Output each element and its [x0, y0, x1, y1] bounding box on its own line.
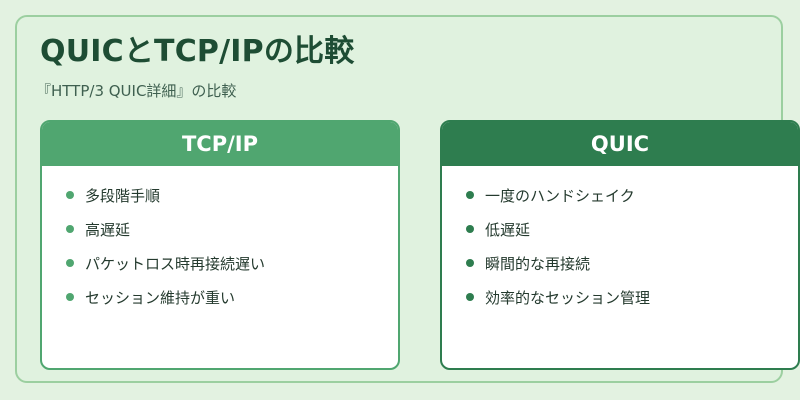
- tcp-ip-card-header: TCP/IP: [42, 122, 398, 166]
- quic-card: QUIC 一度のハンドシェイク 低遅延 瞬間的な再接続 効率的なセッション管理: [440, 120, 800, 370]
- list-item: セッション維持が重い: [42, 287, 398, 321]
- list-item-label: 低遅延: [485, 221, 531, 239]
- bullet-dot-icon: [66, 293, 74, 301]
- list-item: 高遅延: [42, 219, 398, 253]
- list-item-label: パケットロス時再接続遅い: [85, 255, 266, 273]
- list-item-label: 多段階手順: [85, 187, 161, 205]
- bullet-dot-icon: [466, 259, 474, 267]
- list-item: 一度のハンドシェイク: [442, 185, 798, 219]
- bullet-dot-icon: [466, 191, 474, 199]
- list-item-label: 瞬間的な再接続: [485, 255, 591, 273]
- bullet-dot-icon: [66, 191, 74, 199]
- list-item: パケットロス時再接続遅い: [42, 253, 398, 287]
- bullet-dot-icon: [466, 293, 474, 301]
- page-subtitle: 『HTTP/3 QUIC詳細』の比較: [36, 82, 237, 100]
- bullet-dot-icon: [66, 259, 74, 267]
- list-item: 効率的なセッション管理: [442, 287, 798, 321]
- list-item-label: セッション維持が重い: [85, 289, 236, 307]
- list-item: 瞬間的な再接続: [442, 253, 798, 287]
- list-item: 多段階手順: [42, 185, 398, 219]
- list-item-label: 効率的なセッション管理: [485, 289, 651, 307]
- list-item: 低遅延: [442, 219, 798, 253]
- bullet-dot-icon: [466, 225, 474, 233]
- bullet-dot-icon: [66, 225, 74, 233]
- list-item-label: 高遅延: [85, 221, 131, 239]
- quic-feature-list: 一度のハンドシェイク 低遅延 瞬間的な再接続 効率的なセッション管理: [442, 166, 798, 321]
- page-title: QUICとTCP/IPの比較: [40, 34, 355, 69]
- quic-card-header: QUIC: [442, 122, 798, 166]
- tcp-ip-feature-list: 多段階手順 高遅延 パケットロス時再接続遅い セッション維持が重い: [42, 166, 398, 321]
- list-item-label: 一度のハンドシェイク: [485, 187, 635, 205]
- tcp-ip-card: TCP/IP 多段階手順 高遅延 パケットロス時再接続遅い セッション維持が重い: [40, 120, 400, 370]
